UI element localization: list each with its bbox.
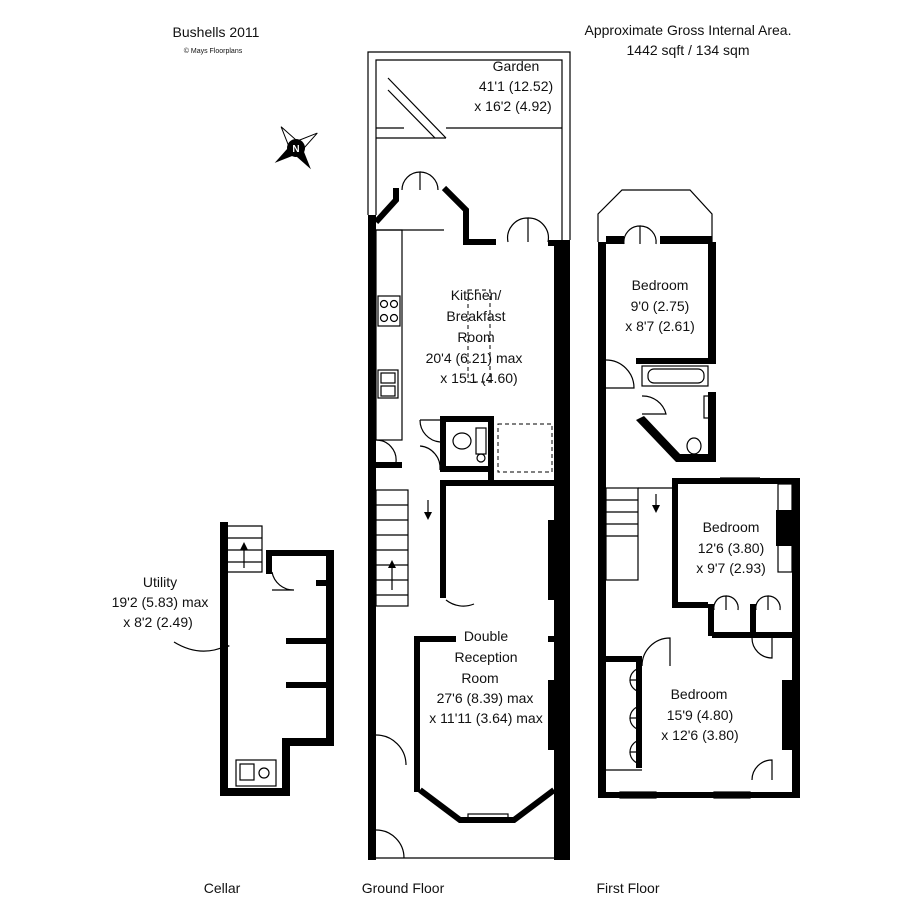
bedroom3-name: Bedroom [671, 686, 728, 702]
ground-floor-plan [368, 171, 570, 860]
floor-label-first: First Floor [597, 880, 660, 896]
area-value: 1442 sqft / 134 sqm [627, 42, 750, 58]
cellar-plan [173, 522, 334, 796]
bedroom3-dim-length: 15'9 (4.80) [667, 707, 734, 723]
floor-label-ground: Ground Floor [362, 880, 445, 896]
bedroom1-dim-length: 9'0 (2.75) [631, 298, 690, 314]
reception-name-1: Double [464, 628, 509, 644]
utility-name: Utility [143, 574, 177, 590]
brand-title: Bushells 2011 [173, 24, 260, 40]
garden-dim-length: 41'1 (12.52) [479, 78, 553, 94]
garden-dim-width: x 16'2 (4.92) [474, 98, 551, 114]
kitchen-dim-width: x 15'1 (4.60) [440, 370, 517, 386]
reception-dim-length: 27'6 (8.39) max [437, 690, 534, 706]
bedroom2-dim-width: x 9'7 (2.93) [696, 560, 766, 576]
kitchen-name-2: Breakfast [446, 308, 505, 324]
first-floor-plan [597, 189, 800, 799]
reception-name-3: Room [461, 670, 498, 686]
bedroom1-name: Bedroom [632, 277, 689, 293]
kitchen-name-3: Room [457, 329, 494, 345]
floor-label-cellar: Cellar [204, 880, 241, 896]
garden-name: Garden [493, 58, 540, 74]
area-title: Approximate Gross Internal Area. [585, 22, 792, 38]
svg-text:N: N [292, 144, 299, 155]
bedroom2-name: Bedroom [703, 519, 760, 535]
bedroom2-dim-length: 12'6 (3.80) [698, 540, 765, 556]
reception-dim-width: x 11'11 (3.64) max [429, 710, 542, 726]
reception-name-2: Reception [454, 649, 517, 665]
compass-rose-icon: N [274, 126, 318, 170]
garden-area [367, 51, 571, 240]
bedroom1-dim-width: x 8'7 (2.61) [625, 318, 695, 334]
utility-dim-width: x 8'2 (2.49) [123, 614, 193, 630]
kitchen-dim-length: 20'4 (6.21) max [426, 350, 523, 366]
bedroom3-dim-width: x 12'6 (3.80) [661, 727, 738, 743]
kitchen-name-1: Kitchen/ [451, 287, 502, 303]
utility-dim-length: 19'2 (5.83) max [112, 594, 209, 610]
copyright-note: © Mays Floorplans [184, 47, 243, 55]
